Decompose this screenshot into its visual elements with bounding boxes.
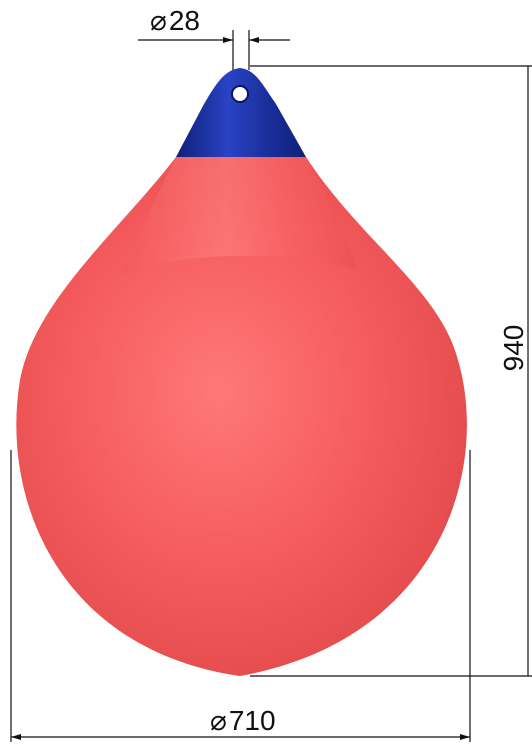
mooring-eye — [231, 85, 249, 103]
body-diameter-dimension — [10, 450, 471, 742]
body-diameter-label: ⌀710 — [210, 705, 276, 736]
buoy-top-cap — [176, 68, 306, 157]
buoy-body — [16, 157, 467, 676]
eye-diameter-label: ⌀28 — [150, 5, 200, 36]
eye-diameter-dimension — [138, 30, 290, 70]
height-dimension — [250, 65, 532, 677]
height-label: 940 — [498, 325, 529, 372]
